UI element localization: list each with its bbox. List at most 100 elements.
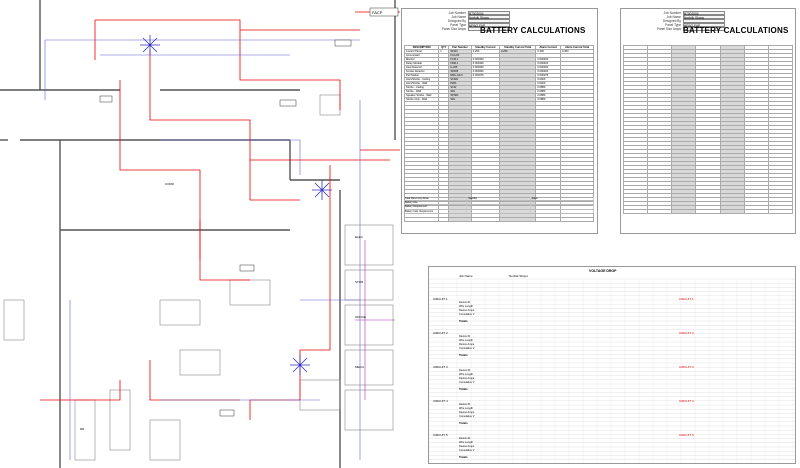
field-value: NFW2-FAP [683,23,725,28]
voltage-drop-grid [429,278,795,463]
sheet1-table: DESCRIPTION QTY Part Number Standby Curr… [403,45,594,222]
row-label: Device ID [459,335,471,338]
footer-value [467,201,531,205]
field-value: Norfolk Shops [468,15,510,20]
col-header: Standby Current [470,45,501,50]
col-header: Standby Current Total [498,45,537,50]
table-cell [719,209,745,214]
footer-label: Total Panel Amp Draw [404,197,468,201]
table-row [403,145,594,150]
room-label-stor: STOR [355,280,364,284]
table-row [622,181,794,186]
circuit-label: CIRCUIT 3 [433,365,448,369]
table-row [622,161,794,166]
facp-label: FACP [372,10,383,15]
job-name-label: Job Name [459,274,473,278]
row-label: Wire Length [459,407,473,410]
job-name-value: Norfolk Shops [509,274,528,278]
table-row [622,197,794,202]
table-cell [438,217,450,222]
field-label: Job Number [448,11,466,15]
row-label: Device ID [459,403,471,406]
field-label: Designed By [447,19,466,23]
row-label: Cumulative V [459,449,475,452]
footer-value [467,205,531,209]
footer-value [531,209,594,213]
table-cell [647,209,673,214]
row-label: Cumulative V [459,313,475,316]
row-label: Device Amps [459,309,475,312]
footer-value [531,201,594,205]
floor-plan-drawing: FACP ELEC STOR OFFICE MECH RR CORR [0,0,400,468]
footer-value [531,205,594,209]
room-label-elec: ELEC [355,235,364,239]
circuit-result-label: CIRCUIT 5 [679,433,694,437]
row-label: Device Amps [459,343,475,346]
footer-label: Battery Requirement [404,205,468,209]
field-label: Job Name [666,15,681,19]
totals-label: Totals [459,353,468,357]
table-row [403,181,594,186]
circuit-result-label: CIRCUIT 1 [679,297,694,301]
row-label: Device Amps [459,411,475,414]
row-label: Device Amps [459,445,475,448]
row-label: Cumulative V [459,381,475,384]
table-row [622,57,794,62]
row-label: Wire Length [459,305,473,308]
field-value: Norfolk Shops [683,15,725,20]
circuit-label: CIRCUIT 4 [433,399,448,403]
floor-plan: FACP ELEC STOR OFFICE MECH RR CORR [0,0,400,468]
circuit-label: CIRCUIT 5 [433,433,448,437]
circuit-result-label: CIRCUIT 4 [679,399,694,403]
table-cell [622,209,649,214]
field-label: Job Number [663,11,681,15]
row-label: Device ID [459,437,471,440]
field-label: Panel Size Amps [656,27,681,31]
table-row [403,109,594,114]
field-value [683,27,725,31]
col-header: Alarm Current Total [560,45,594,50]
table-row [403,129,594,134]
table-row [403,217,594,222]
table-row [403,137,594,142]
table-cell [470,217,501,222]
circuit-label: CIRCUIT 2 [433,331,448,335]
circuit-label: CIRCUIT 1 [433,297,448,301]
row-label: Cumulative V [459,347,475,350]
row-label: Device Amps [459,377,475,380]
table-cell [671,209,697,214]
circuit-result-label: CIRCUIT 3 [679,365,694,369]
voltage-drop-sheet: VOLTAGE DROP Job Name Norfolk Shops CIRC… [428,266,796,464]
sheet2-title: BATTERY CALCULATIONS [683,26,789,35]
row-label: Device ID [459,369,471,372]
table-cell [498,217,537,222]
footer-value [467,209,531,213]
circuit-result-label: CIRCUIT 2 [679,331,694,335]
table-cell [743,209,769,214]
row-label: Wire Length [459,339,473,342]
voltage-drop-title: VOLTAGE DROP [589,269,617,273]
table-cell [767,209,794,214]
room-label-rr: RR [80,427,85,431]
field-label: Job Name [451,15,466,19]
field-label: Panel Size Amps [441,27,466,31]
table-cell [535,217,562,222]
table-cell [560,217,594,222]
totals-label: Totals [459,387,468,391]
totals-label: Totals [459,421,468,425]
table-cell [695,209,721,214]
field-value [683,19,725,23]
table-row [622,145,794,150]
field-value [468,19,510,23]
col-header: Alarm Current [535,45,562,50]
table-row [622,157,794,162]
footer-row: Battery Calc. Requirement [404,209,594,214]
sheet2-table [622,45,794,214]
